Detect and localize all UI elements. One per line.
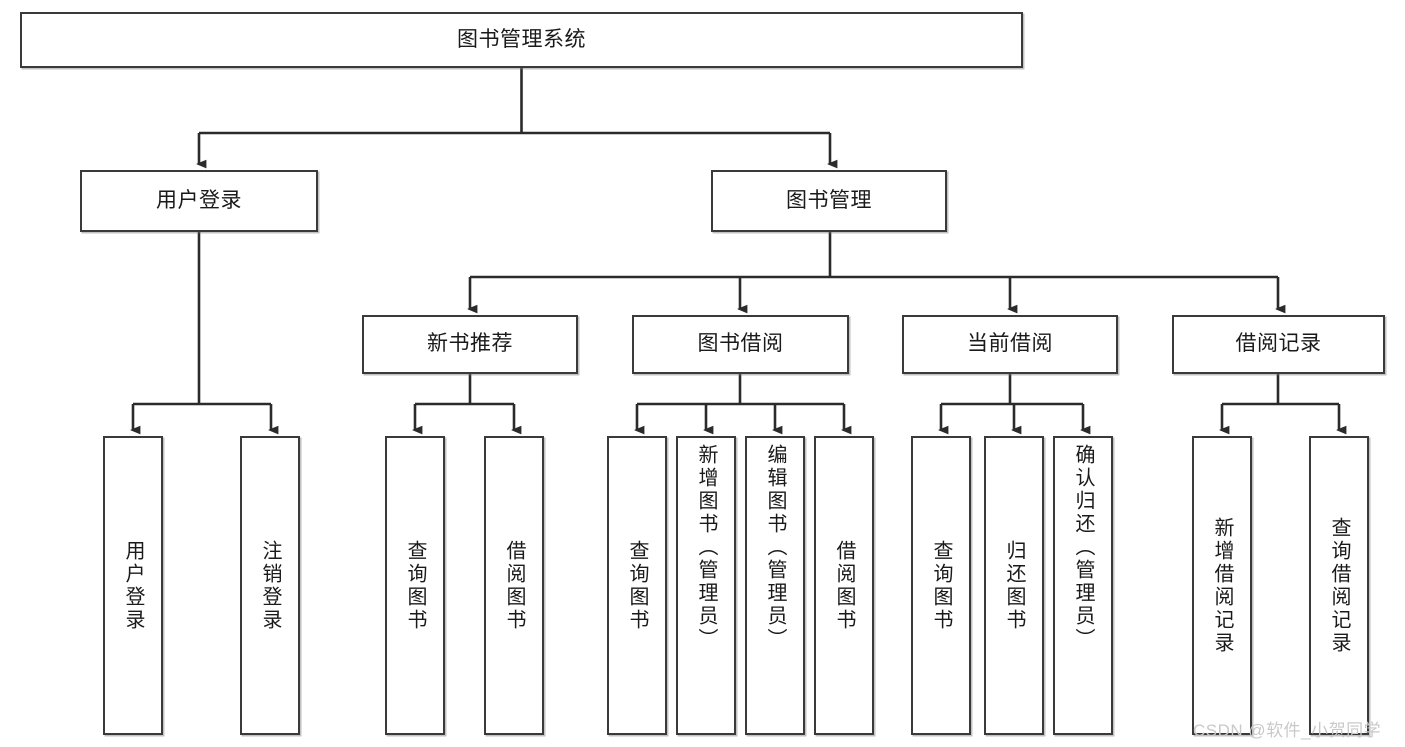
node-current-borrow[interactable]: 当前借阅	[902, 315, 1118, 374]
node-leaf-borrow-book-1[interactable]: 借阅图书	[484, 436, 544, 735]
node-leaf-query-record[interactable]: 查询借阅记录	[1309, 436, 1369, 735]
node-leaf-add-book-label: 新增图书（管理员）	[695, 444, 717, 651]
node-user-login[interactable]: 用户登录	[80, 170, 318, 232]
node-leaf-borrow-book-2-label: 借阅图书	[833, 539, 855, 632]
node-leaf-add-record-label: 新增借阅记录	[1211, 516, 1233, 655]
node-book-borrow-label: 图书借阅	[697, 332, 784, 356]
node-borrow-record[interactable]: 借阅记录	[1172, 315, 1385, 374]
node-borrow-record-label: 借阅记录	[1235, 332, 1322, 356]
node-leaf-user-login[interactable]: 用户登录	[103, 436, 163, 735]
node-leaf-query-book-1[interactable]: 查询图书	[385, 436, 445, 735]
node-leaf-query-book-2-label: 查询图书	[626, 539, 648, 632]
node-current-borrow-label: 当前借阅	[967, 332, 1053, 356]
node-leaf-borrow-book-1-label: 借阅图书	[503, 539, 525, 632]
node-leaf-return-book-label: 归还图书	[1003, 539, 1025, 632]
node-leaf-user-logout-label: 注销登录	[259, 539, 281, 632]
node-root[interactable]: 图书管理系统	[20, 12, 1023, 68]
node-leaf-query-record-label: 查询借阅记录	[1328, 516, 1350, 655]
node-leaf-confirm-return-label: 确认归还（管理员）	[1072, 444, 1094, 651]
node-leaf-user-logout[interactable]: 注销登录	[240, 436, 300, 735]
node-new-book-rec-label: 新书推荐	[427, 332, 513, 356]
node-leaf-add-book[interactable]: 新增图书（管理员）	[676, 436, 736, 735]
node-leaf-query-book-3-label: 查询图书	[930, 539, 952, 632]
node-leaf-return-book[interactable]: 归还图书	[984, 436, 1044, 735]
node-book-manage[interactable]: 图书管理	[711, 170, 947, 232]
node-leaf-query-book-1-label: 查询图书	[404, 539, 426, 632]
node-leaf-user-login-label: 用户登录	[122, 539, 144, 632]
node-leaf-borrow-book-2[interactable]: 借阅图书	[814, 436, 874, 735]
node-user-login-label: 用户登录	[156, 188, 242, 212]
node-leaf-edit-book[interactable]: 编辑图书（管理员）	[745, 436, 805, 735]
node-book-borrow[interactable]: 图书借阅	[632, 315, 849, 374]
watermark-text: CSDN @软件_小贺同学	[1193, 721, 1382, 740]
node-leaf-query-book-3[interactable]: 查询图书	[911, 436, 971, 735]
node-book-manage-label: 图书管理	[786, 188, 872, 212]
node-leaf-query-book-2[interactable]: 查询图书	[607, 436, 667, 735]
node-leaf-edit-book-label: 编辑图书（管理员）	[764, 444, 786, 651]
node-root-label: 图书管理系统	[457, 27, 586, 51]
node-leaf-confirm-return[interactable]: 确认归还（管理员）	[1053, 436, 1113, 735]
node-new-book-rec[interactable]: 新书推荐	[362, 315, 578, 374]
node-leaf-add-record[interactable]: 新增借阅记录	[1192, 436, 1252, 735]
